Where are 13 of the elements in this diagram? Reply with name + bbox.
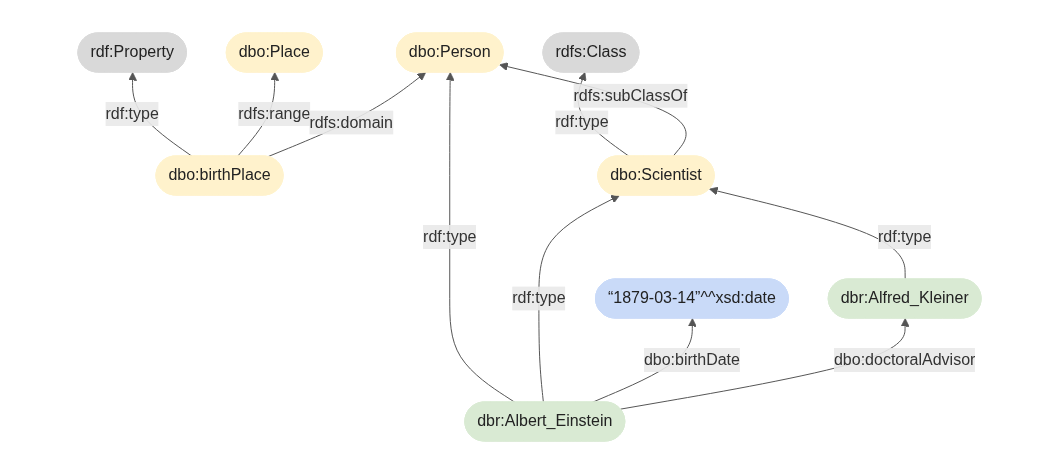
arrow bbox=[267, 71, 426, 157]
edge-label: rdf:type bbox=[512, 288, 566, 306]
edge-label: dbo:birthDate bbox=[643, 350, 740, 368]
edge-label: rdf:type bbox=[105, 104, 159, 122]
edge-label: rdf:type bbox=[877, 227, 932, 245]
arrow bbox=[538, 194, 620, 403]
edge-label: dbo:doctoralAdvisor bbox=[833, 350, 976, 368]
edge-label: rdfs:subClassOf bbox=[573, 86, 688, 104]
edge-label: rdf:type bbox=[423, 227, 477, 245]
edge-label: rdfs:range bbox=[238, 104, 311, 122]
edge-label: rdfs:domain bbox=[309, 113, 393, 131]
edge-label: rdf:type bbox=[555, 112, 609, 130]
arrow bbox=[709, 186, 906, 280]
